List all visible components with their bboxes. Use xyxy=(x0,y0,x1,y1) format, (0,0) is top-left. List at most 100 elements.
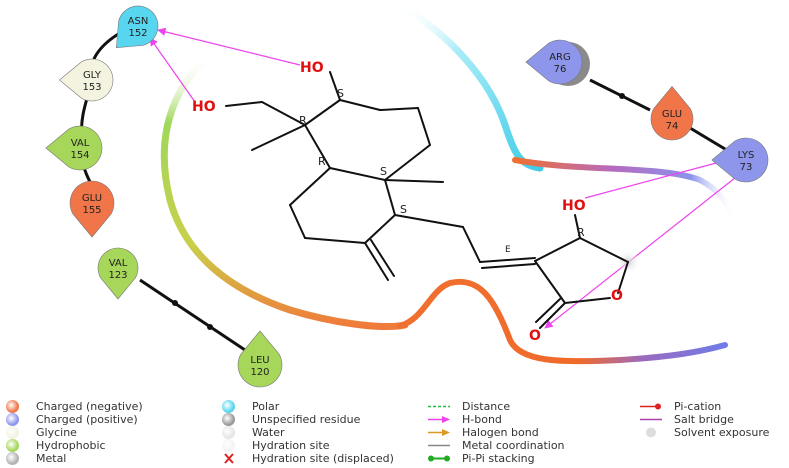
legend-label: Halogen bond xyxy=(462,426,539,439)
legend-swatch xyxy=(2,400,24,413)
residue-name: GLU xyxy=(82,193,102,204)
legend-swatch xyxy=(2,426,24,439)
legend-label: Charged (positive) xyxy=(36,413,138,426)
legend-item: Unspecified residue xyxy=(218,413,360,426)
atom-ho-right: HO xyxy=(562,198,586,214)
atom-o-ring: O xyxy=(611,288,623,304)
pocket-ribbon-bottom xyxy=(397,278,728,365)
legend-swatch xyxy=(428,413,450,426)
legend-label: Polar xyxy=(252,400,280,413)
legend-item: Pi-cation xyxy=(640,400,721,413)
residue-number: 76 xyxy=(554,64,567,75)
pocket-ribbon-right xyxy=(512,157,738,223)
ligand-bonds xyxy=(225,71,629,329)
legend-swatch xyxy=(428,439,450,452)
stereo-label: S xyxy=(337,87,344,100)
backbone-bottom xyxy=(139,278,246,352)
legend-item: Solvent exposure xyxy=(640,426,769,439)
legend-swatch xyxy=(2,452,24,465)
residue-shape xyxy=(711,137,769,183)
residue-number: 153 xyxy=(82,82,101,93)
legend-swatch xyxy=(218,439,240,452)
residue-name: GLU xyxy=(662,109,682,120)
pocket-ribbon-green xyxy=(160,51,409,330)
residue-name: ARG xyxy=(549,52,571,63)
residue-layer: ASN152GLY153VAL154GLU155VAL123LEU120ARG7… xyxy=(45,5,769,388)
residue-shape xyxy=(115,5,159,49)
legend-swatch xyxy=(640,400,662,413)
legend-item: H-bond xyxy=(428,413,502,426)
stereo-label: R xyxy=(577,226,585,239)
residue-number: 123 xyxy=(108,270,127,281)
stereo-label: S xyxy=(380,165,387,178)
legend-label: Unspecified residue xyxy=(252,413,361,426)
legend-label: Hydration site (displaced) xyxy=(252,452,394,465)
legend-label: Metal coordination xyxy=(462,439,565,452)
pocket-ribbon-cyan xyxy=(396,1,544,172)
legend-label: Charged (negative) xyxy=(36,400,143,413)
legend-swatch xyxy=(2,413,24,426)
ligand-interaction-diagram: HO HO HO O O S R R S S R E ASN152GLY153V… xyxy=(45,1,769,388)
backbone-right xyxy=(589,78,731,154)
legend-item: Halogen bond xyxy=(428,426,539,439)
residue-number: 155 xyxy=(82,205,101,216)
legend-label: Hydration site xyxy=(252,439,330,452)
residue-name: LYS xyxy=(738,150,755,161)
legend-swatch xyxy=(640,426,662,439)
legend-item: Pi-Pi stacking xyxy=(428,452,535,465)
stereo-label: E xyxy=(505,245,511,255)
legend-item: Glycine xyxy=(2,426,77,439)
legend-label: Salt bridge xyxy=(674,413,734,426)
residue-shape xyxy=(97,247,139,300)
stereo-label: R xyxy=(318,155,326,168)
legend-label: Distance xyxy=(462,400,511,413)
legend-label: Pi-cation xyxy=(674,400,722,413)
legend-item: Charged (negative) xyxy=(2,400,143,413)
residue-shape xyxy=(237,330,283,388)
legend: Charged (negative)Charged (positive)Glyc… xyxy=(0,400,789,467)
residue-name: VAL xyxy=(71,138,90,149)
legend-swatch xyxy=(640,413,662,426)
legend-label: Solvent exposure xyxy=(674,426,770,439)
legend-item: Hydration site (displaced) xyxy=(218,452,394,465)
stereo-label: S xyxy=(400,203,407,216)
legend-item: Metal xyxy=(2,452,66,465)
residue-name: VAL xyxy=(109,258,128,269)
residue-name: GLY xyxy=(83,70,102,81)
atom-ho-top: HO xyxy=(300,60,324,76)
residue-shape xyxy=(650,85,694,141)
legend-item: Hydrophobic xyxy=(2,439,106,452)
residue-shape xyxy=(45,125,103,171)
legend-swatch xyxy=(428,426,450,439)
residue-name: ASN xyxy=(128,16,149,27)
atom-o-carbonyl: O xyxy=(529,328,541,344)
residue-shape xyxy=(58,58,114,102)
legend-swatch xyxy=(218,426,240,439)
residue-number: 73 xyxy=(740,162,753,173)
legend-item: Distance xyxy=(428,400,510,413)
legend-swatch xyxy=(2,439,24,452)
residue-number: 120 xyxy=(250,367,269,378)
legend-label: Glycine xyxy=(36,426,77,439)
legend-swatch xyxy=(218,452,240,465)
residue-number: 154 xyxy=(70,150,89,161)
residue-number: 74 xyxy=(666,121,679,132)
legend-item: Polar xyxy=(218,400,279,413)
residue-number: 152 xyxy=(128,28,147,39)
legend-label: Metal xyxy=(36,452,67,465)
legend-label: Pi-Pi stacking xyxy=(462,452,535,465)
legend-item: Metal coordination xyxy=(428,439,565,452)
legend-item: Water xyxy=(218,426,285,439)
legend-label: H-bond xyxy=(462,413,502,426)
legend-item: Charged (positive) xyxy=(2,413,138,426)
stereo-label: R xyxy=(299,114,307,127)
